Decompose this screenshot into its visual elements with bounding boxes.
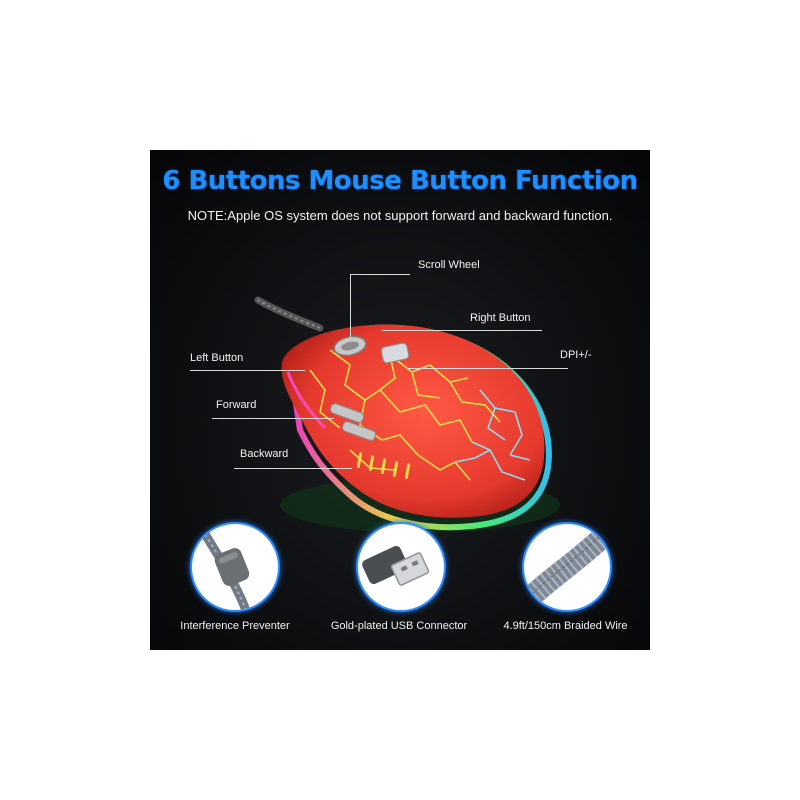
- label-right-button: Right Button: [470, 312, 531, 324]
- feature-caption-usb: Gold-plated USB Connector: [330, 620, 468, 632]
- grip-vents: [356, 452, 411, 479]
- braided-cable-ferrite-icon: [190, 522, 280, 612]
- feature-caption-interference: Interference Preventer: [180, 620, 290, 632]
- braided-wire-icon: [522, 522, 612, 612]
- left-button-leader: [190, 370, 305, 371]
- feature-caption-wire: 4.9ft/150cm Braided Wire: [503, 620, 628, 632]
- scroll-wheel-leader-v: [350, 274, 351, 338]
- dpi-leader: [408, 368, 568, 369]
- product-panel: 6 Buttons Mouse Button Function NOTE:App…: [150, 150, 650, 650]
- crack-pattern: [309, 349, 501, 481]
- mouse-body: [281, 324, 545, 518]
- label-dpi: DPI+/-: [560, 349, 592, 361]
- label-scroll-wheel: Scroll Wheel: [418, 259, 480, 271]
- page-title: 6 Buttons Mouse Button Function: [162, 166, 638, 196]
- label-left-button: Left Button: [190, 352, 244, 364]
- backward-leader: [234, 468, 352, 469]
- right-button-leader: [382, 330, 542, 331]
- forward-leader: [212, 418, 334, 419]
- label-backward: Backward: [240, 448, 289, 460]
- mouse-cable: [254, 296, 324, 332]
- compatibility-note: NOTE:Apple OS system does not support fo…: [187, 208, 613, 223]
- label-forward: Forward: [216, 399, 257, 411]
- backward-side-button: [341, 421, 377, 441]
- forward-side-button: [329, 403, 365, 423]
- scroll-wheel-leader-h: [350, 274, 410, 275]
- usb-connector-icon: [356, 522, 446, 612]
- gaming-mouse-illustration: [254, 296, 560, 533]
- dpi-button: [380, 342, 410, 364]
